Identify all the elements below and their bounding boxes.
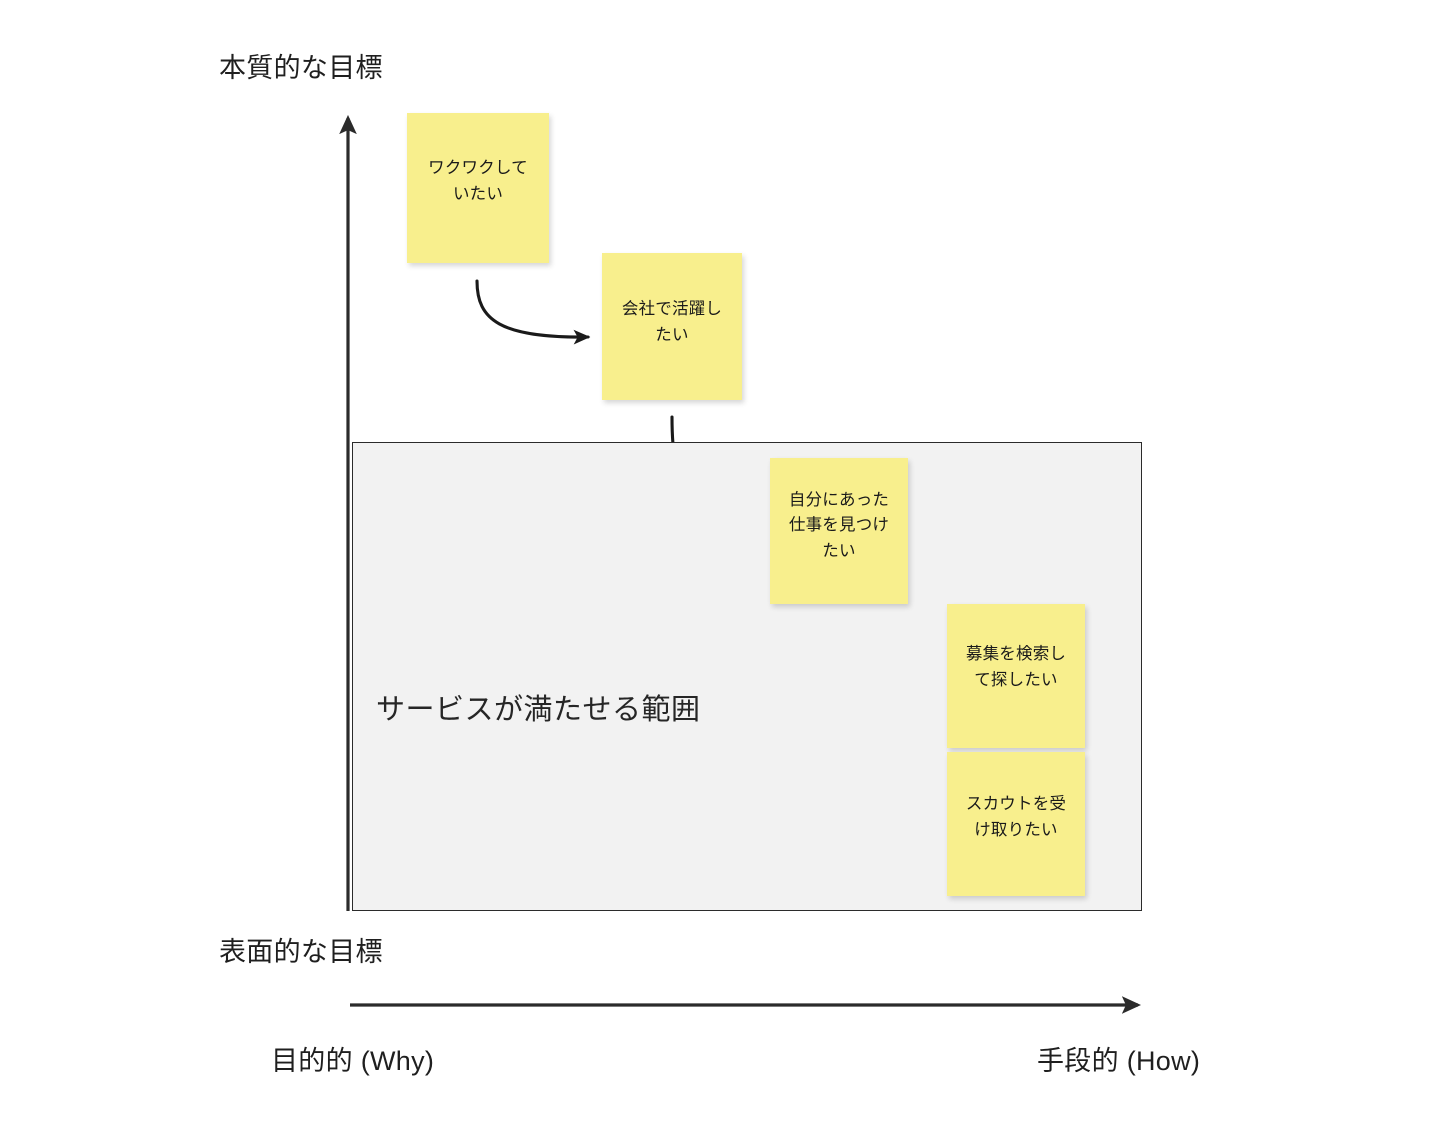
sticky-note-text: ワクワクして いたい [428, 159, 528, 203]
service-scope-label: サービスが満たせる範囲 [376, 694, 701, 726]
sticky-note-text: 募集を検索し て探したい [965, 645, 1067, 689]
sticky-note-text: スカウトを受 け取りたい [965, 795, 1067, 839]
sticky-note-right-job[interactable]: 自分にあった 仕事を見つけ たい [770, 458, 908, 604]
axis-label-means-how: 手段的 (How) [1037, 1046, 1201, 1076]
sticky-note-excited[interactable]: ワクワクして いたい [407, 113, 549, 263]
axis-label-surface-goal: 表面的な目標 [219, 937, 383, 967]
sticky-note-text: 自分にあった 仕事を見つけ たい [788, 490, 890, 560]
axis-label-essential-goal: 本質的な目標 [219, 53, 383, 83]
sticky-note-text: 会社で活躍し たい [621, 299, 723, 344]
sticky-note-search[interactable]: 募集を検索し て探したい [947, 604, 1085, 748]
sticky-note-company[interactable]: 会社で活躍し たい [602, 253, 742, 400]
sticky-note-scout[interactable]: スカウトを受 け取りたい [947, 752, 1085, 896]
axis-label-purpose-why: 目的的 (Why) [271, 1046, 435, 1076]
connector-excited-to-company [475, 279, 591, 345]
